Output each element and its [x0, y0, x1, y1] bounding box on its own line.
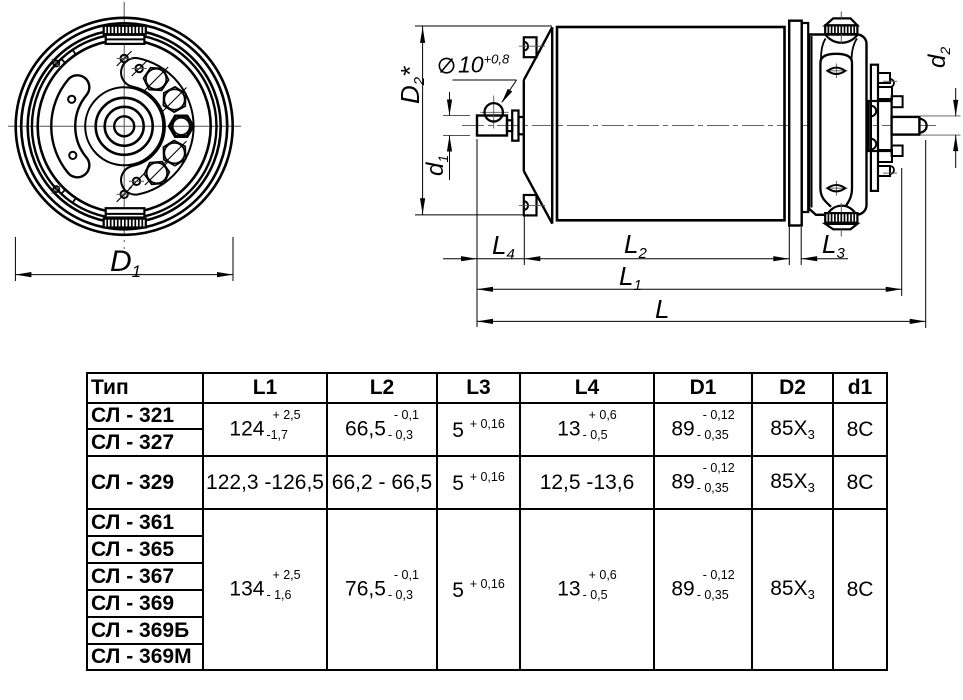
svg-text:d1: d1 — [422, 155, 451, 176]
svg-text:L1: L1 — [619, 261, 642, 294]
svg-text:L: L — [655, 294, 669, 324]
svg-text:L3: L3 — [822, 229, 845, 262]
svg-text:10+0,8: 10+0,8 — [458, 52, 510, 78]
svg-text:D1: D1 — [110, 245, 141, 281]
svg-text:d2: d2 — [924, 47, 953, 68]
svg-text:L4: L4 — [492, 230, 515, 263]
svg-text:D2*: D2* — [395, 66, 428, 104]
svg-text:L2: L2 — [624, 229, 647, 262]
